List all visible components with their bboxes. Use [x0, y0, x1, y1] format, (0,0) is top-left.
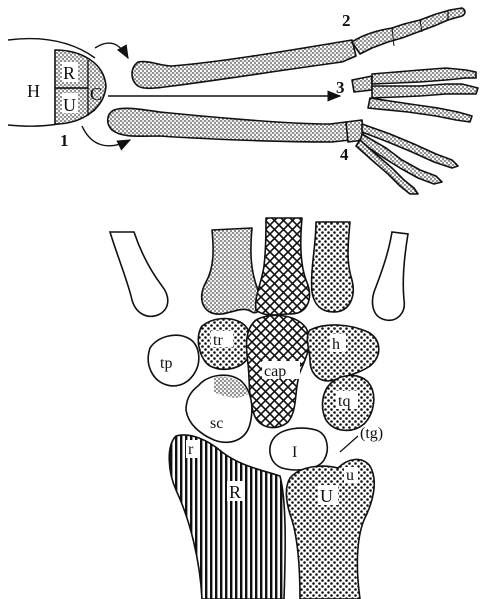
- label-arrow-2: 2: [342, 11, 351, 30]
- top-figure: H R U C 1 2 3: [8, 8, 478, 194]
- wrist-figure: tp tr cap h sc tq I (tg) r R: [110, 218, 408, 599]
- trapezium-bone: [148, 335, 199, 386]
- label-scaphoid: sc: [210, 415, 223, 432]
- label-ulna-facet: U: [63, 95, 76, 115]
- label-capitate: cap: [264, 363, 286, 380]
- label-hamate: h: [332, 336, 340, 353]
- label-radius: R: [229, 482, 241, 502]
- metacarpal-2: [202, 228, 261, 314]
- hamate-bone: [307, 325, 378, 381]
- label-ulna: U: [320, 486, 333, 506]
- label-arrow-1: 1: [60, 131, 69, 150]
- label-radius-styloid: r: [188, 441, 194, 458]
- lower-hand: [346, 120, 458, 194]
- ulna-bone: [286, 459, 374, 599]
- label-ulna-styloid: u: [346, 467, 354, 484]
- lower-forearm-bone: [108, 108, 350, 142]
- metacarpal-5: [373, 232, 409, 320]
- metacarpal-4: [312, 222, 354, 312]
- label-triangular-fibrocartilage: (tg): [360, 425, 383, 442]
- label-radius-facet: R: [63, 63, 75, 83]
- label-arrow-3: 3: [336, 78, 345, 97]
- label-arrow-4: 4: [340, 145, 349, 164]
- metacarpal-3: [256, 218, 310, 315]
- label-capitulum: C: [90, 84, 102, 104]
- radius-bone: [169, 435, 285, 599]
- label-triquetrum: tq: [338, 393, 350, 410]
- label-lunate: I: [292, 444, 297, 461]
- label-trapezium: tp: [160, 355, 172, 372]
- label-humerus: H: [27, 81, 40, 101]
- middle-hand: [352, 68, 478, 122]
- lunate-bone: [270, 428, 327, 470]
- label-trapezoid: tr: [213, 332, 223, 349]
- upper-forearm-bone: [132, 40, 356, 88]
- metacarpal-1: [110, 232, 168, 316]
- arrow-to-radius: [95, 43, 128, 58]
